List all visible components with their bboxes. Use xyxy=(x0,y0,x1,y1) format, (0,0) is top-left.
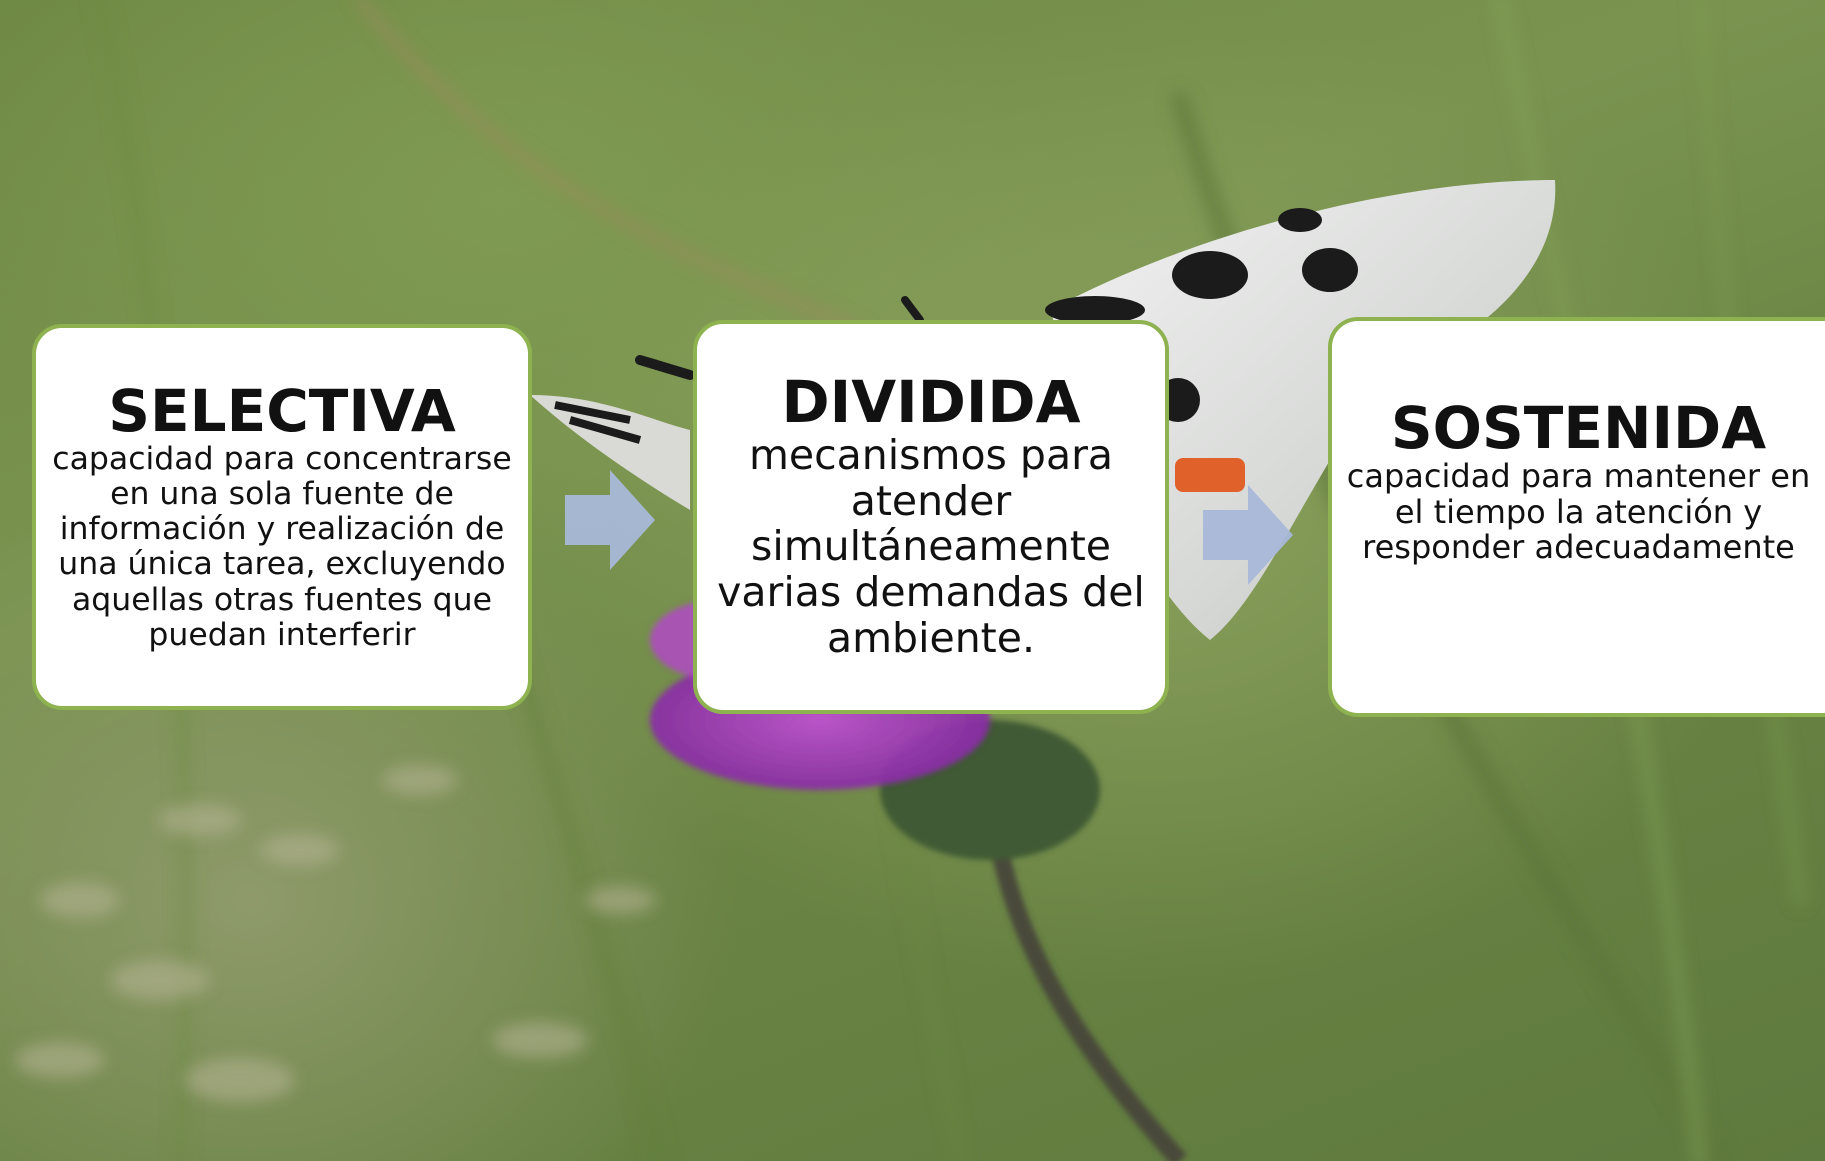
step-card-selectiva: SELECTIVA capacidad para concentrarse en… xyxy=(32,324,532,710)
step-title: SOSTENIDA xyxy=(1390,393,1767,462)
step-description: capacidad para mantener en el tiempo la … xyxy=(1346,456,1811,567)
arrow-right-icon xyxy=(565,470,655,570)
arrow-right-icon xyxy=(1203,485,1293,585)
step-card-sostenida: SOSTENIDA capacidad para mantener en el … xyxy=(1328,317,1825,717)
step-description: capacidad para concentrarse en una sola … xyxy=(52,440,512,653)
step-description: mecanismos para atender simultáneamente … xyxy=(717,430,1145,663)
step-card-dividida: DIVIDIDA mecanismos para atender simultá… xyxy=(693,320,1169,714)
step-title: DIVIDIDA xyxy=(781,367,1081,436)
step-title: SELECTIVA xyxy=(108,376,456,445)
